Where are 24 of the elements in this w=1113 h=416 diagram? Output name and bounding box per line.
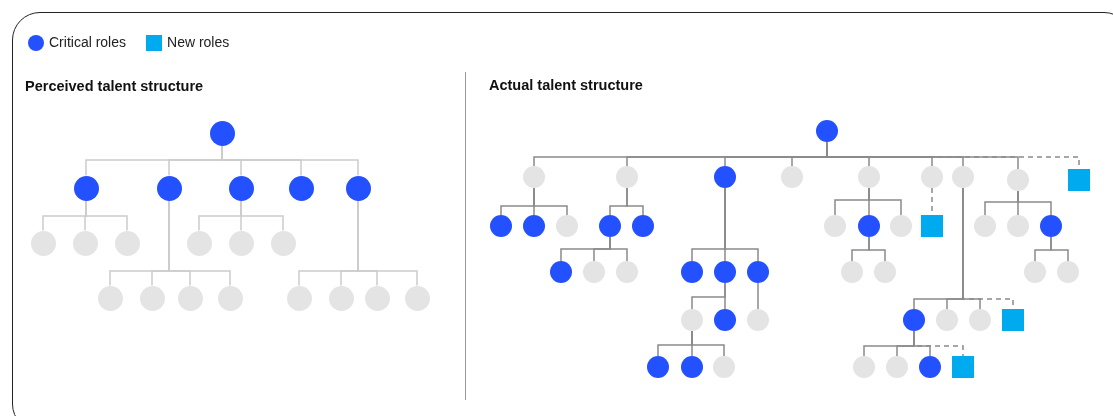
- connector-line: [724, 282, 726, 310]
- new-role-square: [952, 356, 974, 378]
- connector-line: [1050, 236, 1069, 262]
- connector-line: [240, 199, 284, 232]
- new-role-square: [921, 215, 943, 237]
- connector-line: [868, 187, 902, 216]
- connector-line: [1017, 190, 1052, 216]
- legend-label: Critical roles: [49, 33, 126, 52]
- panel-title: Actual talent structure: [489, 76, 643, 95]
- new-role-square: [1068, 169, 1090, 191]
- connector-line: [868, 236, 886, 262]
- connector-line: [757, 282, 759, 310]
- new-role-square: [1002, 309, 1024, 331]
- connector-line: [357, 199, 418, 287]
- panel-title: Perceived talent structure: [25, 77, 204, 96]
- connector-line: [626, 187, 644, 216]
- connector-line: [533, 187, 568, 216]
- connector-line: [691, 330, 725, 357]
- connector-line: [85, 199, 128, 232]
- legend-label: New roles: [167, 33, 230, 52]
- connector-line: [168, 199, 231, 287]
- connector-line: [609, 236, 628, 262]
- connector-line: [221, 144, 359, 177]
- connector-line: [913, 330, 964, 357]
